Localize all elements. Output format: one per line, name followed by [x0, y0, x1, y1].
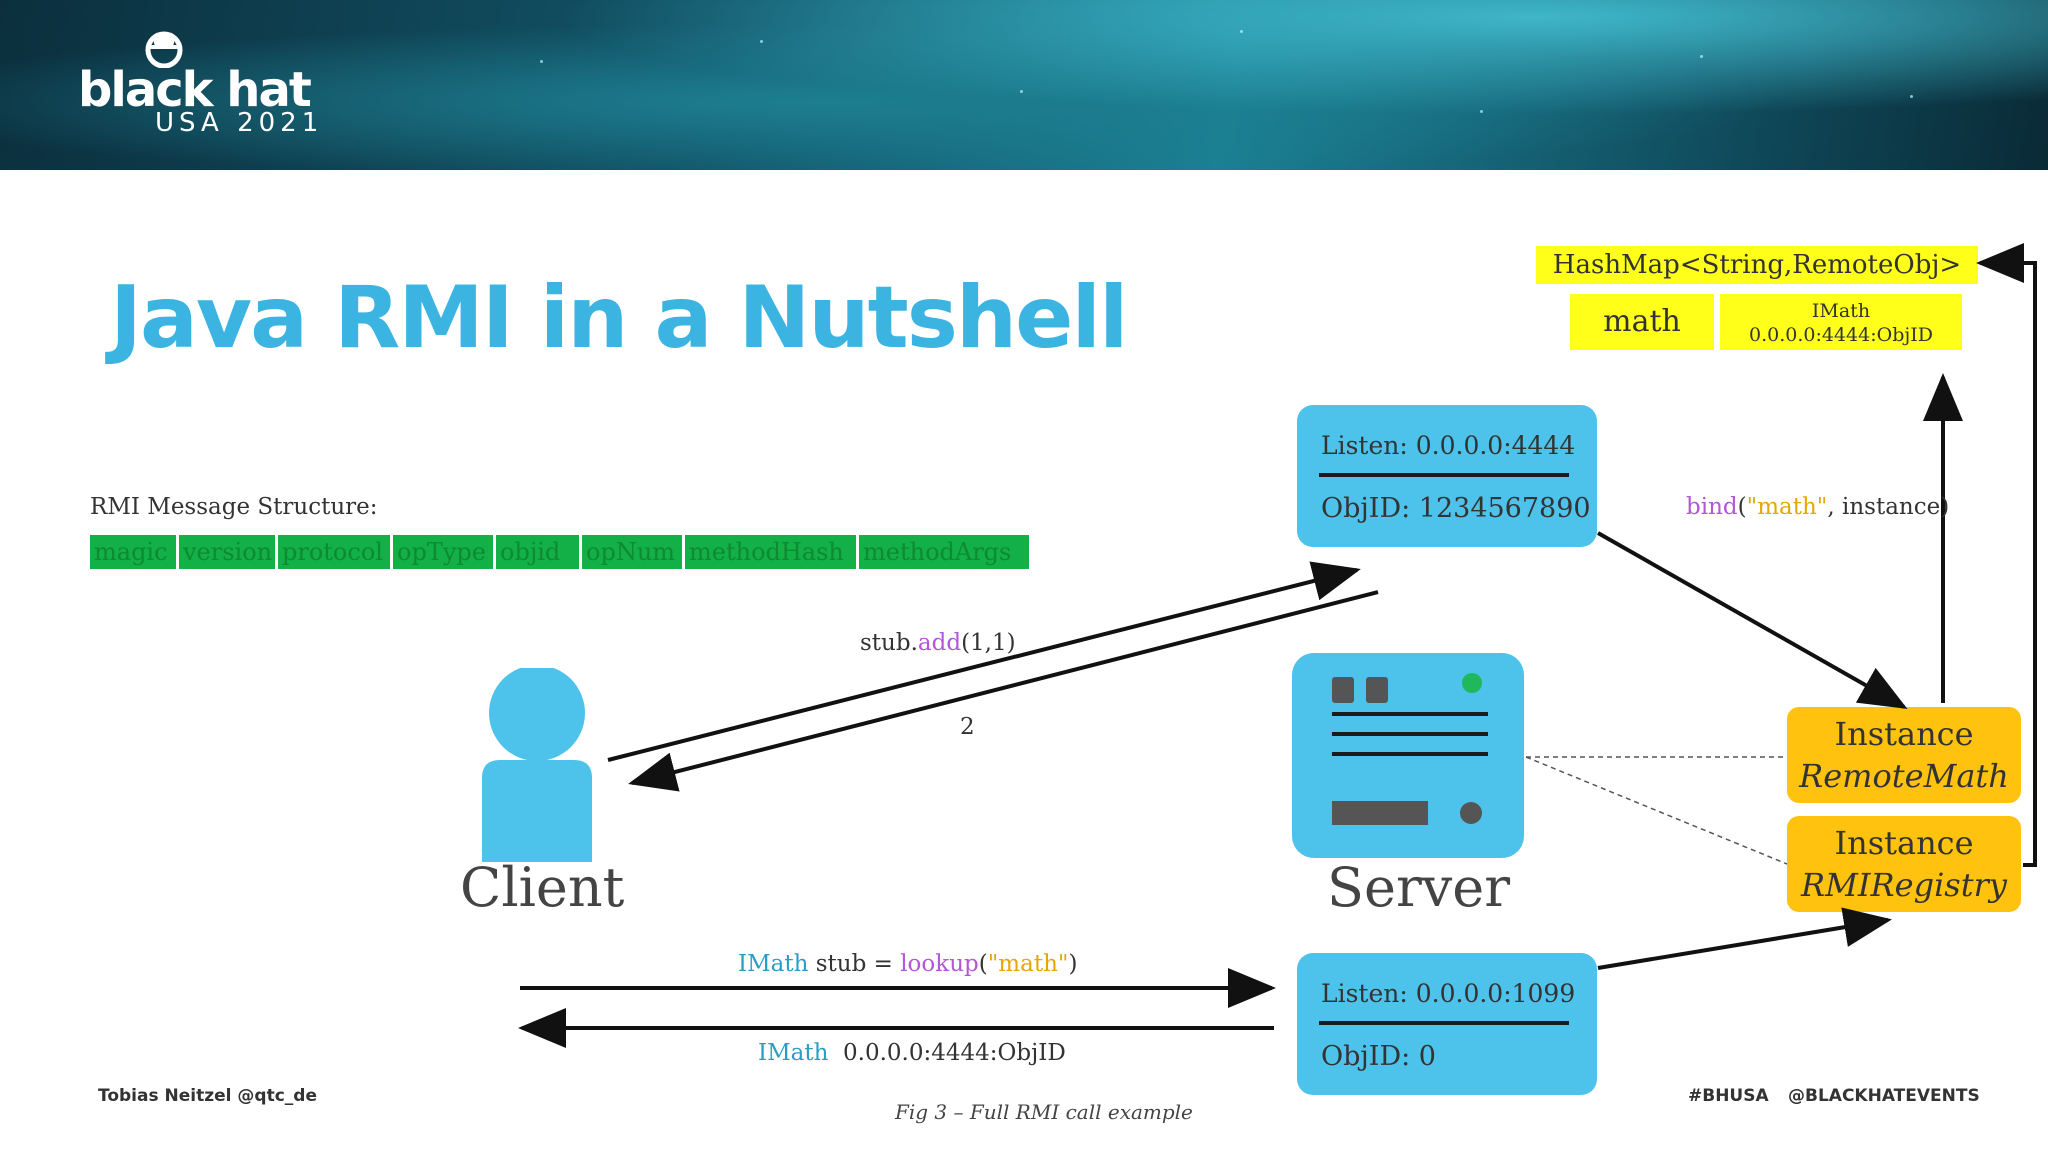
lookup-mid: stub = — [808, 951, 901, 977]
footer-handle: @BLACKHATEVENTS — [1788, 1086, 1980, 1106]
figure-caption: Fig 3 – Full RMI call example — [895, 1100, 1193, 1124]
call-method: add — [917, 630, 962, 656]
server-line — [1332, 712, 1488, 716]
field-magic: magic — [90, 535, 176, 569]
server-drive-icon — [1332, 801, 1428, 825]
remote-object-endpoint: Listen: 0.0.0.0:4444 ObjID: 1234567890 — [1297, 405, 1597, 547]
hashmap-key: math — [1570, 294, 1714, 350]
bind-name: "math" — [1746, 494, 1828, 520]
server-label: Server — [1327, 856, 1511, 919]
field-version: version — [179, 535, 275, 569]
dispatch-arrow — [1597, 531, 1908, 709]
lookup-type: IMath — [738, 951, 809, 977]
field-methodhash: methodHash — [685, 535, 856, 569]
field-optype: opType — [393, 535, 493, 569]
instance-remotemath: Instance RemoteMath — [1787, 707, 2021, 803]
object-id: ObjID: 0 — [1321, 1041, 1436, 1072]
hacker-hat-icon — [145, 31, 183, 68]
bind-rest: , instance) — [1827, 494, 1950, 520]
server-registry-link — [1525, 756, 1788, 865]
server-line — [1332, 752, 1488, 756]
lookup-reply-label: IMath 0.0.0.0:4444:ObjID — [758, 1040, 1066, 1066]
message-structure-label: RMI Message Structure: — [90, 494, 378, 520]
bind-function: bind — [1686, 494, 1738, 520]
lookup-name: "math" — [987, 951, 1069, 977]
reply-value: 0.0.0.0:4444:ObjID — [843, 1040, 1066, 1066]
registry-dispatch-arrow — [1597, 907, 1892, 970]
bind-paren: ( — [1737, 494, 1747, 520]
field-opnum: opNum — [582, 535, 682, 569]
field-methodargs: methodArgs — [859, 535, 1029, 569]
hashmap-header: HashMap<String,RemoteObj> — [1536, 246, 1978, 284]
server-machine-icon — [1292, 653, 1524, 858]
divider — [1319, 1021, 1569, 1025]
call-label: stub.add(1,1) — [860, 630, 1016, 656]
client-label: Client — [460, 856, 625, 919]
reply-type: IMath — [758, 1040, 829, 1066]
result-arrow — [628, 590, 1379, 792]
listen-address: Listen: 0.0.0.0:4444 — [1321, 431, 1576, 460]
lookup-paren-open: ( — [978, 951, 988, 977]
message-structure-fields: magic version protocol opType objid opNu… — [90, 535, 1029, 569]
call-object: stub. — [860, 630, 918, 656]
lookup-label: IMath stub = lookup("math") — [738, 951, 1077, 977]
status-led-icon — [1462, 673, 1482, 693]
bind-label: bind("math", instance) — [1686, 494, 1949, 520]
power-button-icon — [1460, 802, 1482, 824]
field-protocol: protocol — [278, 535, 390, 569]
client-person-icon — [482, 668, 592, 862]
event-name: USA 2021 — [155, 108, 324, 138]
instance-class: RemoteMath — [1799, 757, 2009, 795]
divider — [1319, 473, 1569, 477]
registry-return-arrow — [1976, 243, 2037, 867]
server-slot-icon — [1366, 677, 1388, 703]
lookup-paren-close: ) — [1068, 951, 1078, 977]
hashmap-value-ref: 0.0.0.0:4444:ObjID — [1749, 324, 1933, 346]
call-args: (1,1) — [961, 630, 1016, 656]
field-objid: objid — [496, 535, 579, 569]
hashmap-value-type: IMath — [1811, 300, 1871, 322]
listen-address: Listen: 0.0.0.0:1099 — [1321, 979, 1576, 1008]
instance-rmiregistry: Instance RMIRegistry — [1787, 816, 2021, 912]
footer-hashtag: #BHUSA — [1688, 1086, 1769, 1106]
object-id: ObjID: 1234567890 — [1321, 493, 1591, 524]
instance-label: Instance — [1834, 715, 1974, 753]
result-label: 2 — [960, 714, 975, 740]
blackhat-logo: black hat — [78, 62, 312, 118]
header-banner: black hat USA 2021 — [0, 0, 2048, 170]
instance-label: Instance — [1834, 824, 1974, 862]
slide-title: Java RMI in a Nutshell — [110, 268, 1128, 368]
instance-class: RMIRegistry — [1801, 866, 2007, 904]
hashmap-value: IMath 0.0.0.0:4444:ObjID — [1720, 294, 1962, 350]
lookup-function: lookup — [900, 951, 979, 977]
call-arrow — [607, 561, 1361, 762]
server-slot-icon — [1332, 677, 1354, 703]
server-line — [1332, 732, 1488, 736]
footer-author: Tobias Neitzel @qtc_de — [98, 1086, 317, 1106]
registry-endpoint: Listen: 0.0.0.0:1099 ObjID: 0 — [1297, 953, 1597, 1095]
